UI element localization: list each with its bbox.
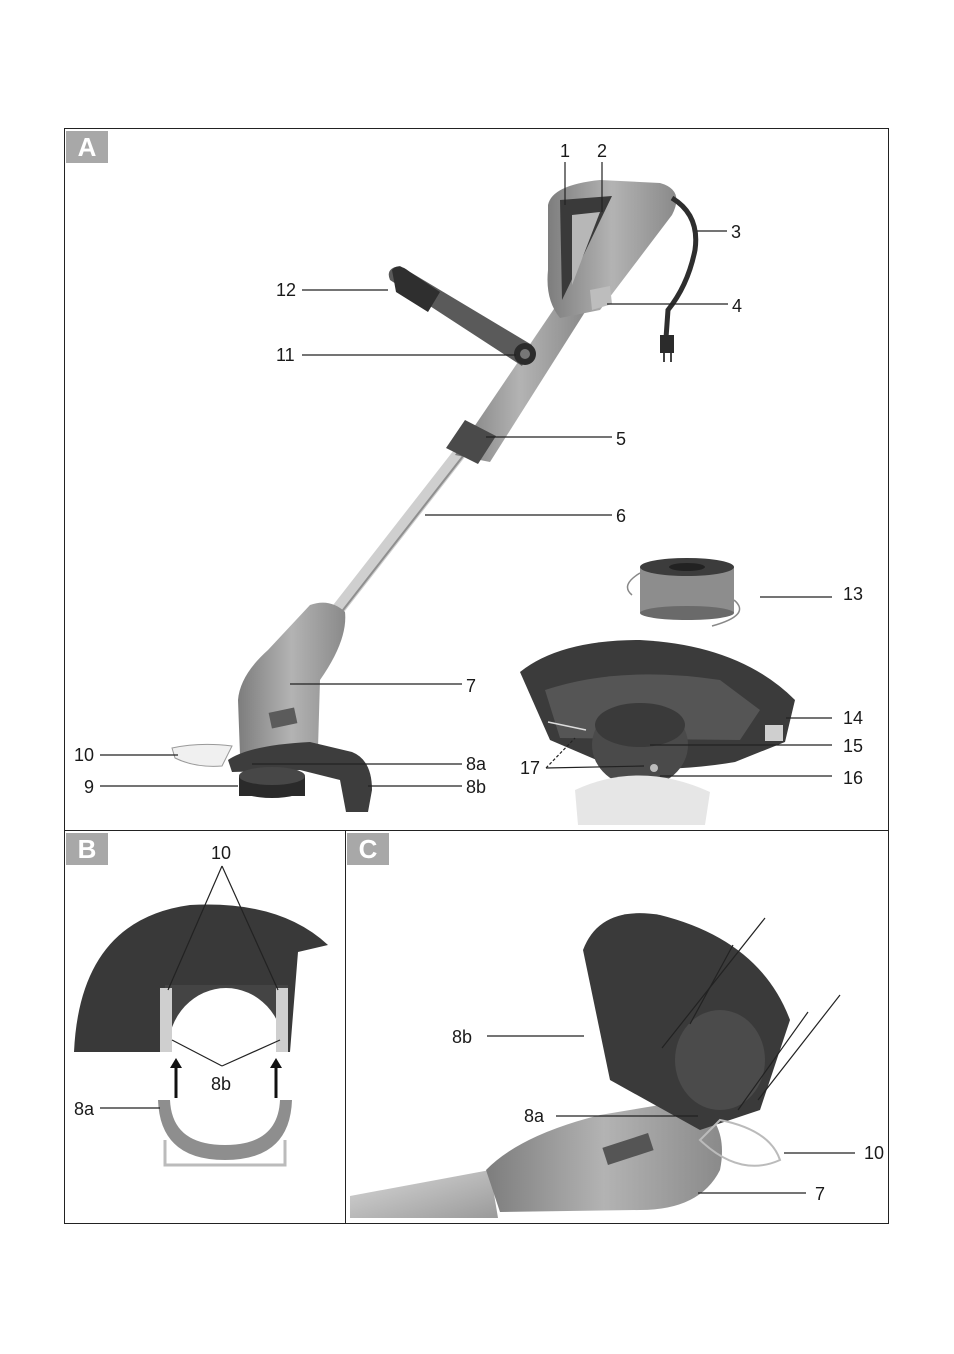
callout-c-8b: 8b bbox=[452, 1027, 473, 1047]
guard-detail-drawing bbox=[520, 640, 795, 825]
callout-c-7: 7 bbox=[815, 1184, 826, 1204]
callout-17: 17 bbox=[520, 758, 541, 778]
callout-13: 13 bbox=[843, 584, 864, 604]
callout-2: 2 bbox=[597, 141, 608, 161]
callout-b-8b: 8b bbox=[211, 1074, 232, 1094]
callout-15: 15 bbox=[843, 736, 864, 756]
callout-12: 12 bbox=[276, 280, 297, 300]
trimmer-drawing bbox=[171, 180, 699, 812]
callout-3: 3 bbox=[731, 222, 742, 242]
callout-16: 16 bbox=[843, 768, 864, 788]
callout-10: 10 bbox=[74, 745, 95, 765]
callout-1: 1 bbox=[560, 141, 571, 161]
callout-c-10: 10 bbox=[864, 1143, 885, 1163]
callout-6: 6 bbox=[616, 506, 627, 526]
panel-b-badge: B bbox=[66, 833, 108, 865]
callout-5: 5 bbox=[616, 429, 627, 449]
callout-b-8a: 8a bbox=[74, 1099, 95, 1119]
spare-spool-drawing bbox=[626, 558, 741, 627]
callout-7: 7 bbox=[466, 676, 477, 696]
callout-14: 14 bbox=[843, 708, 864, 728]
callout-c-8a: 8a bbox=[524, 1106, 545, 1126]
panel-a-badge: A bbox=[66, 131, 108, 163]
callout-11: 11 bbox=[276, 345, 295, 365]
callout-8b: 8b bbox=[466, 777, 487, 797]
panel-c-drawing bbox=[350, 913, 790, 1218]
callout-9: 9 bbox=[84, 777, 95, 797]
callout-b-10: 10 bbox=[211, 843, 232, 863]
callout-4: 4 bbox=[732, 296, 743, 316]
panel-b-drawing bbox=[74, 904, 328, 1167]
panel-c-frame bbox=[345, 830, 889, 1224]
callout-8a: 8a bbox=[466, 754, 487, 774]
panel-c-badge: C bbox=[347, 833, 389, 865]
